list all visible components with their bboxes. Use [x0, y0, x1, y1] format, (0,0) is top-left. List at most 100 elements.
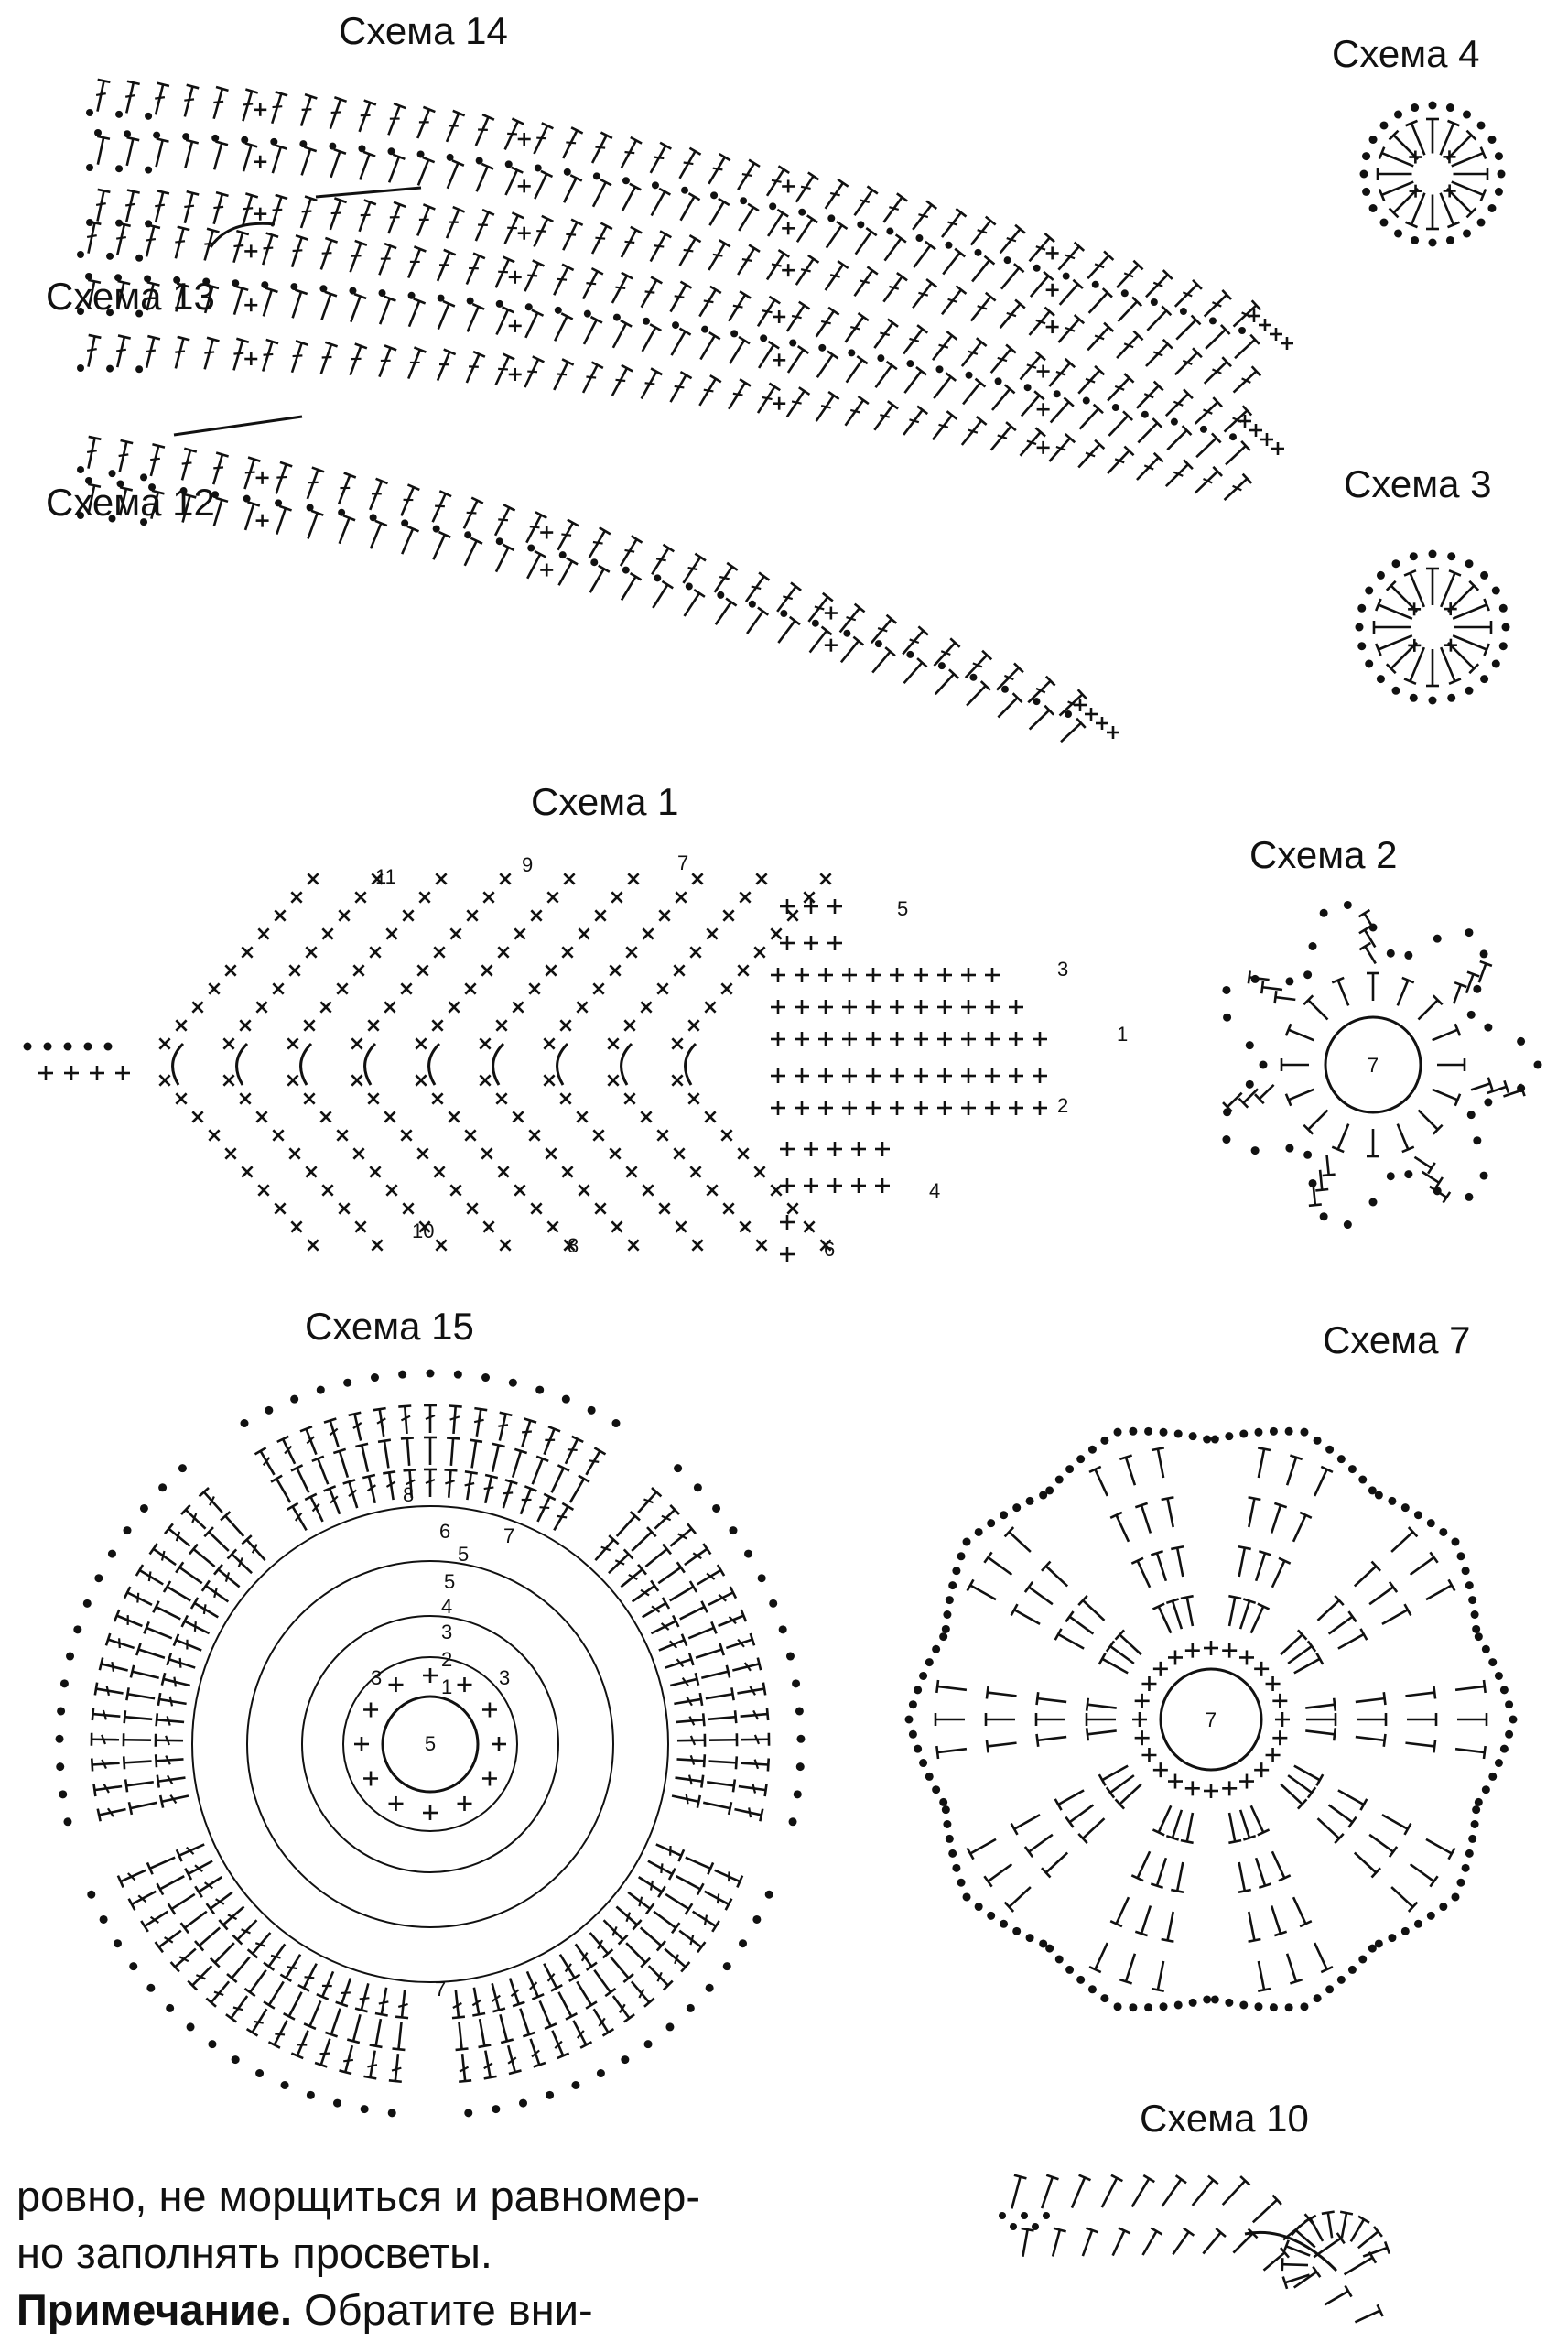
single-crochet-cross [686, 942, 707, 963]
double-crochet-stitch [528, 123, 553, 157]
double-crochet-stitch [114, 440, 133, 473]
single-crochet-cross [603, 1070, 624, 1091]
direction-arrow [316, 188, 421, 197]
double-crochet-stitch [694, 287, 720, 320]
double-crochet-stitch [1265, 1903, 1286, 1935]
chain-stitch-dot [427, 1370, 435, 1378]
chain-stitch-dot [1456, 1552, 1465, 1560]
chain-stitch-dot [798, 209, 806, 216]
double-crochet-stitch [339, 2044, 358, 2074]
chain-stitch-dot [1021, 2212, 1028, 2219]
chain-stitch-dot [166, 2004, 174, 2012]
chain-stitch-dot [115, 165, 123, 172]
double-crochet-stitch [1037, 1692, 1067, 1708]
double-crochet-stitch [412, 107, 436, 141]
chain-stitch-dot [1358, 1955, 1367, 1963]
double-crochet-stitch [112, 281, 130, 310]
double-crochet-stitch [1367, 973, 1379, 1001]
chain-stitch-dot [1270, 1427, 1278, 1436]
chain-stitch-dot [1348, 1966, 1357, 1974]
chain-stitch-dot [1534, 1061, 1542, 1069]
chain-stitch-dot [952, 1567, 960, 1575]
chain-stitch-dot [1254, 2002, 1262, 2011]
chain-stitch-dot [963, 1892, 971, 1901]
double-crochet-stitch [403, 347, 427, 381]
single-crochet-cross [90, 1066, 104, 1080]
double-crochet-stitch [840, 396, 869, 429]
double-crochet-stitch [1162, 389, 1193, 420]
chain-stitch-dot [1480, 571, 1488, 580]
chain-stitch-dot [299, 140, 307, 147]
double-crochet-stitch [315, 2037, 336, 2067]
single-crochet-cross [866, 1000, 881, 1014]
double-crochet-stitch [673, 1870, 703, 1895]
double-crochet-stitch [1198, 2228, 1226, 2258]
double-crochet-stitch [237, 90, 258, 124]
chain-stitch-dot [1314, 1437, 1322, 1445]
chain-stitch-dot [349, 287, 356, 295]
chain-stitch-dot [1055, 1955, 1064, 1963]
double-crochet-stitch [639, 1598, 669, 1622]
double-crochet-stitch [871, 362, 897, 391]
single-crochet-cross [1222, 1643, 1237, 1658]
double-crochet-stitch [344, 344, 367, 378]
double-crochet-stitch [82, 484, 101, 514]
chain-stitch-dot [1365, 660, 1373, 668]
double-crochet-stitch [1141, 340, 1173, 371]
chain-stitch-dot [401, 519, 408, 526]
double-crochet-stitch [616, 137, 642, 171]
single-crochet-cross [431, 869, 452, 890]
double-crochet-stitch [146, 491, 165, 521]
single-crochet-cross [1266, 1676, 1281, 1691]
chain-stitch-dot [509, 1379, 517, 1387]
double-crochet-stitch [284, 1990, 308, 2020]
double-crochet-stitch [92, 190, 111, 222]
double-crochet-stitch [1322, 2285, 1352, 2310]
double-crochet-stitch [528, 216, 553, 250]
double-crochet-stitch [516, 1418, 536, 1448]
double-crochet-stitch [1242, 1497, 1260, 1528]
single-crochet-cross [590, 1198, 611, 1220]
single-crochet-cross [510, 924, 531, 945]
single-crochet-cross [1037, 403, 1050, 416]
single-crochet-cross [539, 1034, 560, 1055]
chain-stitch-dot [398, 1371, 406, 1379]
double-crochet-stitch [804, 593, 833, 625]
chain-stitch-dot [1129, 1427, 1137, 1436]
single-crochet-cross [303, 869, 324, 890]
double-crochet-stitch [868, 647, 895, 677]
double-crochet-stitch [191, 1598, 222, 1622]
chain-stitch-dot [712, 1504, 720, 1513]
double-crochet-stitch [636, 277, 663, 311]
double-crochet-stitch [168, 1889, 199, 1914]
double-crochet-stitch [208, 498, 228, 528]
double-crochet-stitch [355, 1982, 374, 2012]
single-crochet-cross [541, 1144, 562, 1165]
double-crochet-stitch [538, 1960, 562, 1990]
double-crochet-stitch [724, 1633, 754, 1654]
single-crochet-cross [816, 869, 837, 890]
single-crochet-cross [64, 1066, 79, 1080]
double-crochet-stitch [92, 136, 110, 166]
double-crochet-stitch [580, 1447, 605, 1478]
single-crochet-cross [524, 979, 546, 1000]
row-number-label: 7 [435, 1978, 446, 2000]
chain-stitch-dot [1362, 152, 1370, 160]
double-crochet-stitch [1005, 1882, 1035, 1912]
double-crochet-stitch [168, 1653, 198, 1675]
double-crochet-stitch [232, 1915, 261, 1944]
single-crochet-cross [771, 1000, 785, 1014]
double-crochet-stitch [125, 1775, 155, 1792]
note-text: Обратите вни- [292, 2285, 593, 2334]
double-crochet-stitch [1281, 1952, 1302, 1984]
double-crochet-stitch [499, 119, 524, 153]
double-crochet-stitch [92, 1733, 119, 1746]
double-crochet-stitch [1374, 621, 1411, 634]
double-crochet-stitch [1437, 1058, 1465, 1071]
double-crochet-stitch [899, 325, 928, 358]
chain-stitch-dot [317, 1386, 325, 1394]
single-crochet-cross [842, 1101, 857, 1115]
double-crochet-stitch [470, 210, 493, 244]
single-crochet-cross [605, 1144, 626, 1165]
scheme-7-center-count: 7 [1206, 1708, 1217, 1731]
